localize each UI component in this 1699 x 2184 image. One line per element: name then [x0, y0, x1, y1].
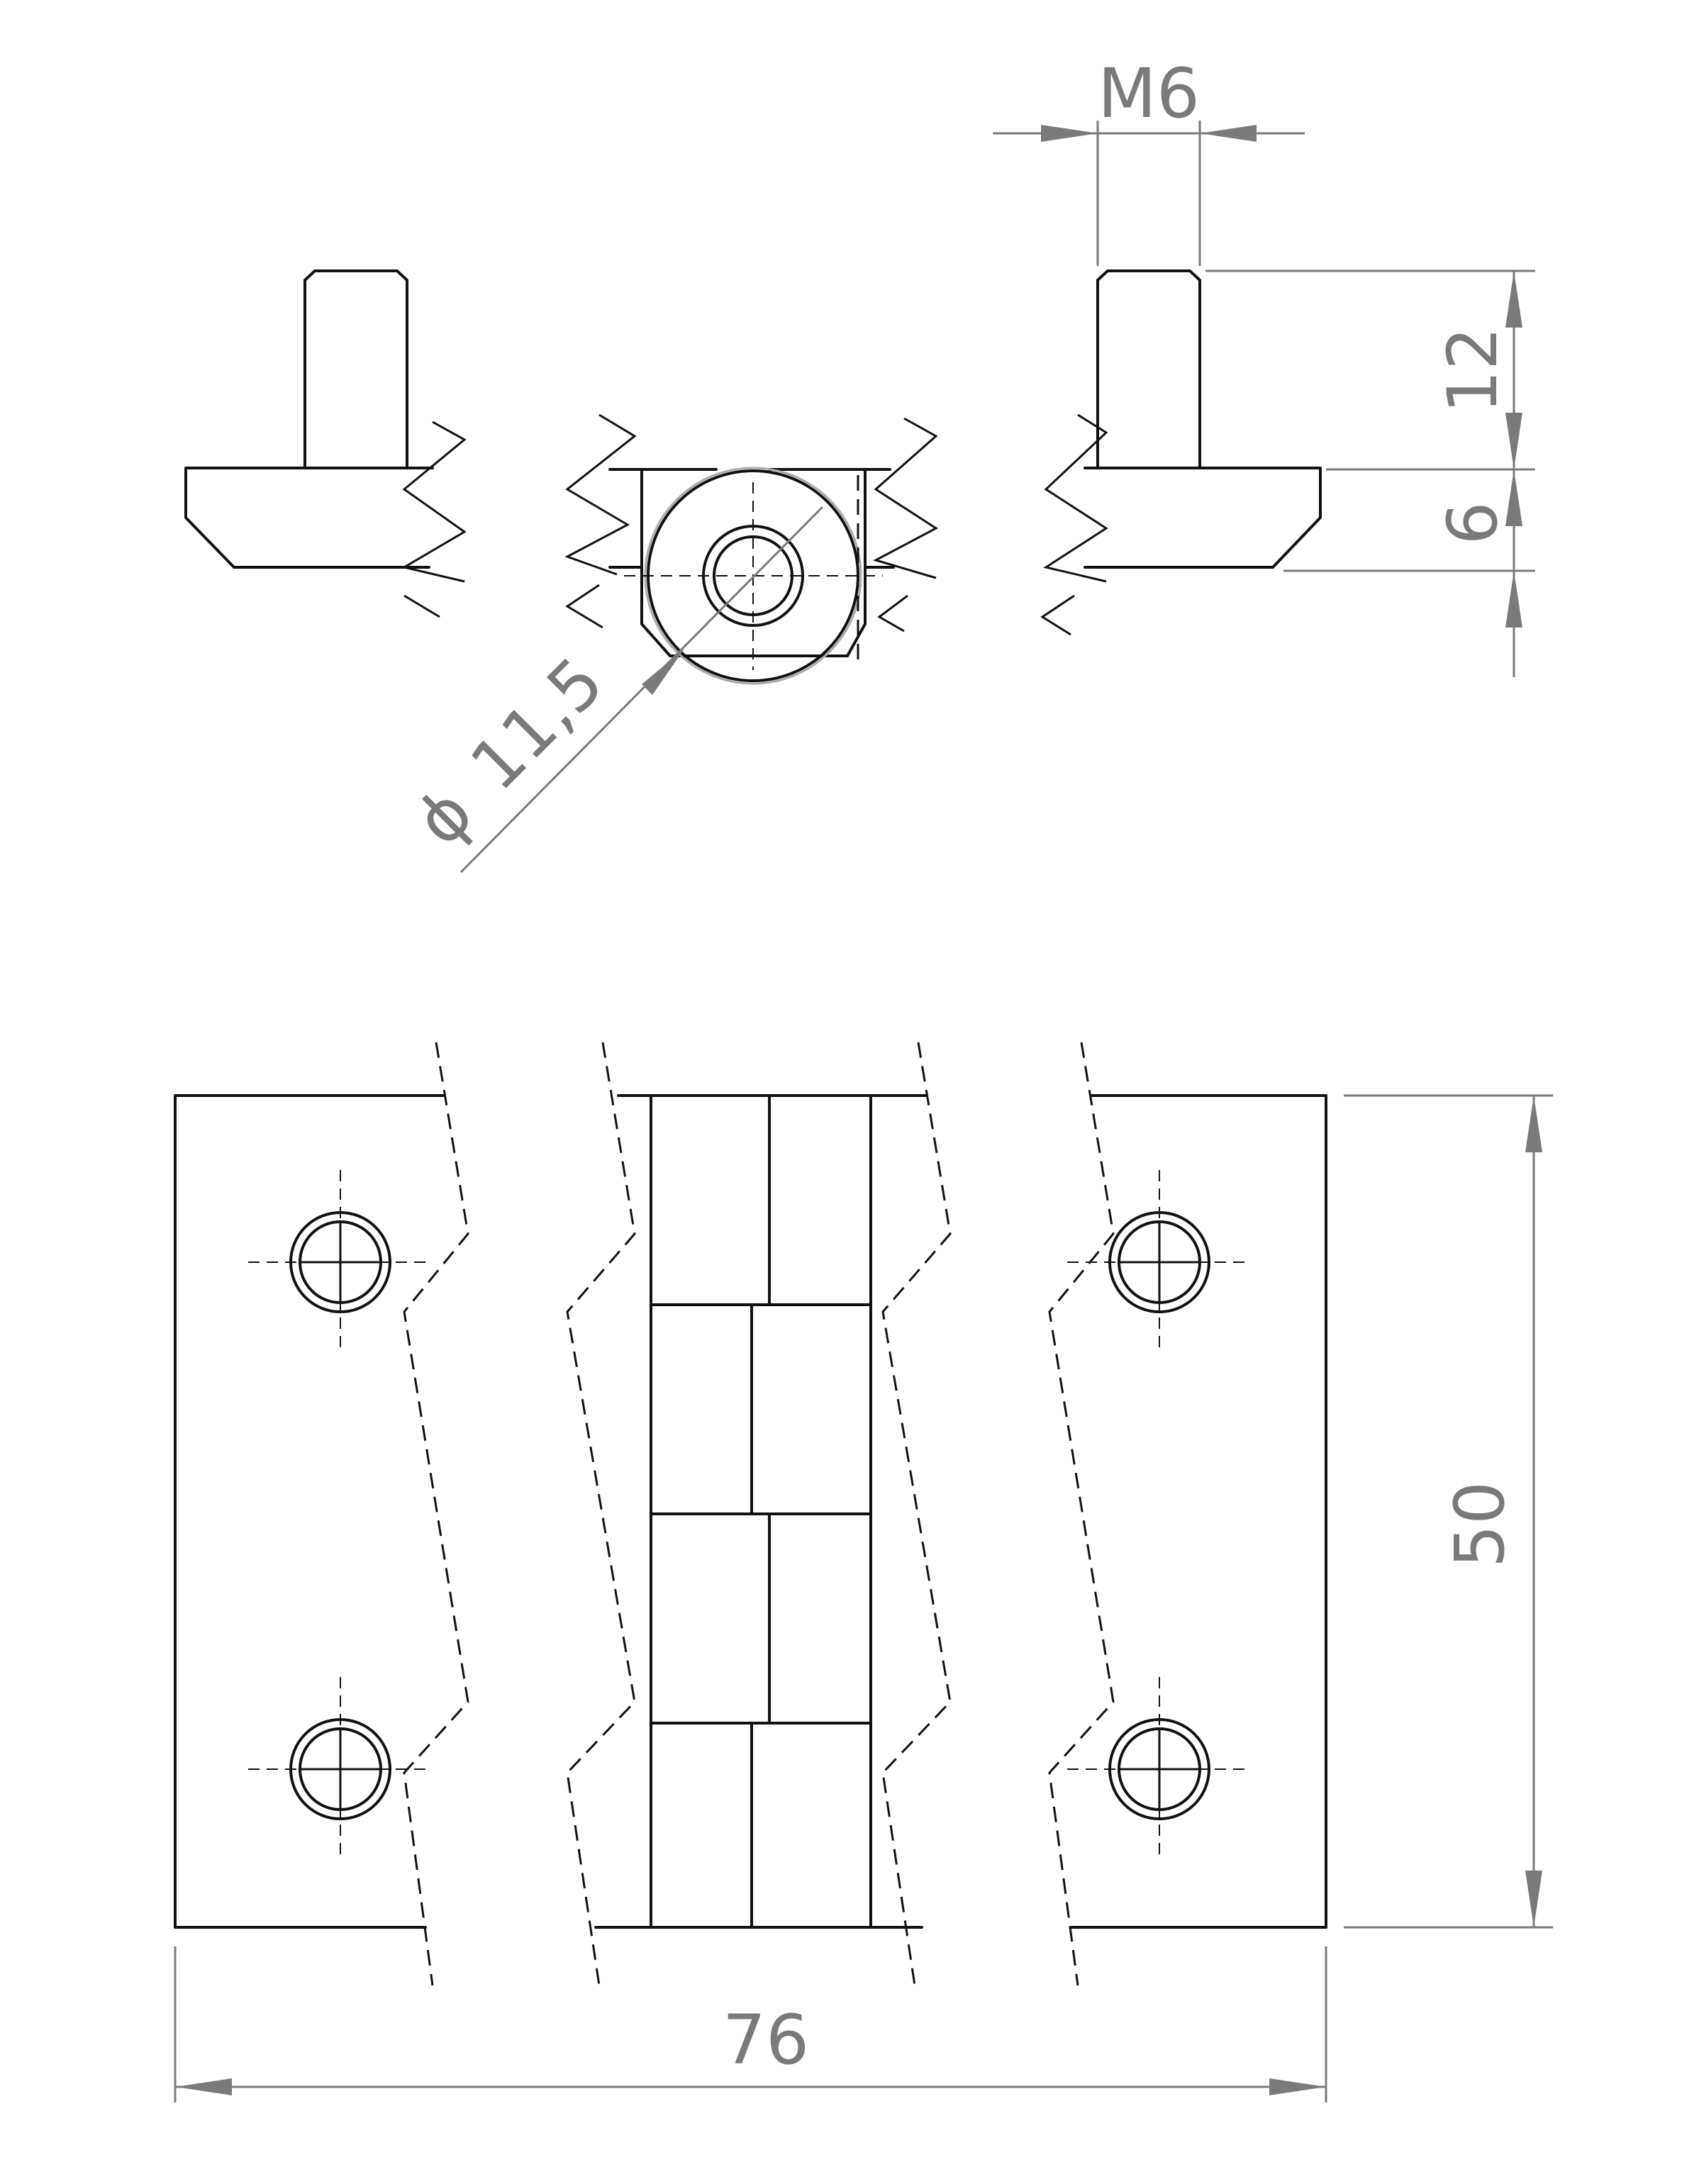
side-view-group: [184, 269, 1322, 685]
dimension-diameter: ϕ 11,5: [400, 506, 824, 874]
dimension-width: 76: [174, 1946, 1327, 2102]
hinge-knuckle: [566, 1042, 952, 1986]
dimension-height-label: 50: [1440, 1481, 1520, 1568]
left-part-side-view: [184, 269, 467, 618]
screw-hole-top-right: [1067, 1170, 1252, 1354]
dimension-pin-height: 12 6: [1205, 269, 1535, 677]
dimension-thread: M6: [993, 54, 1305, 266]
right-part-side-view: [1040, 269, 1322, 636]
screw-hole-top-left: [248, 1170, 433, 1354]
dimension-base-thickness-label: 6: [1433, 501, 1513, 545]
screw-hole-bottom-right: [1067, 1677, 1252, 1861]
right-plate: [1048, 1042, 1327, 1986]
plan-view-group: [174, 1042, 1327, 1986]
left-plate: [174, 1042, 469, 1986]
dimension-diameter-label: 11,5: [455, 642, 618, 806]
dimension-width-label: 76: [723, 2000, 809, 2080]
dimension-diameter-symbol: ϕ: [400, 773, 488, 861]
center-part-end-view: [564, 413, 938, 685]
dimension-thread-label: M6: [1098, 54, 1200, 133]
dimension-pin-height-label: 12: [1433, 327, 1513, 413]
screw-hole-bottom-left: [248, 1677, 433, 1861]
dimension-height: 50: [1344, 1094, 1553, 1929]
